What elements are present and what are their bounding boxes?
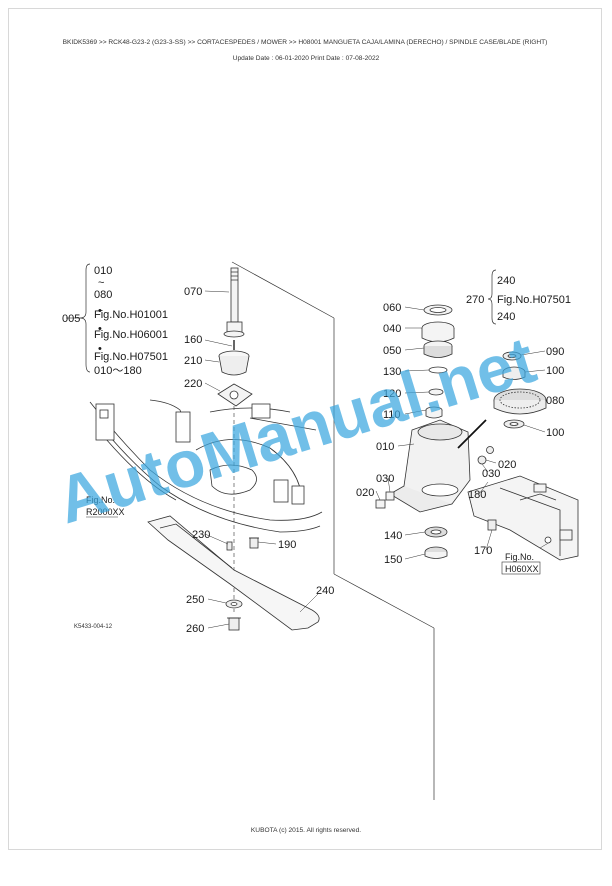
gear-assembly — [493, 351, 547, 429]
bolts — [226, 537, 259, 551]
page-frame — [8, 8, 602, 850]
callout-070[interactable]: 070 — [184, 286, 202, 298]
callout-220[interactable]: 220 — [184, 378, 202, 390]
callout-270[interactable]: 270 — [466, 294, 484, 306]
callout-100-top[interactable]: 100 — [546, 365, 564, 377]
callout-130[interactable]: 130 — [383, 366, 401, 378]
callout-110[interactable]: 110 — [383, 409, 401, 421]
frame-arm — [467, 475, 579, 561]
callout-010-start[interactable]: 010 — [94, 265, 112, 277]
callout-010-case[interactable]: 010 — [376, 441, 394, 453]
callout-140[interactable]: 140 — [384, 530, 402, 542]
right-bolts — [477, 446, 497, 531]
callout-030-left[interactable]: 030 — [376, 473, 394, 485]
callout-100-bottom[interactable]: 100 — [546, 427, 564, 439]
callout-020-right[interactable]: 020 — [498, 459, 516, 471]
fig-ref-h07501-left[interactable]: Fig.No.H07501 — [94, 351, 168, 363]
callout-170[interactable]: 170 — [474, 545, 492, 557]
callout-dot-2: • — [98, 323, 102, 335]
spindle-shaft — [223, 267, 245, 338]
spindle-case-parts — [375, 304, 471, 559]
fig-ref-h07501-right[interactable]: Fig.No.H07501 — [497, 294, 571, 306]
callout-230[interactable]: 230 — [192, 529, 210, 541]
callout-240-bottom[interactable]: 240 — [497, 311, 515, 323]
callout-180[interactable]: 180 — [468, 489, 486, 501]
footer-copyright: KUBOTA (c) 2015. All rights reserved. — [250, 827, 362, 834]
breadcrumb: BKIDK5369 >> RCK48-G23-2 (G23-3-SS) >> C… — [62, 39, 548, 46]
washer-bolt — [225, 599, 243, 631]
callout-250[interactable]: 250 — [186, 594, 204, 606]
drawing-code: K5433-004-12 — [74, 624, 113, 630]
callout-190[interactable]: 190 — [278, 539, 296, 551]
separator-lines — [231, 261, 435, 800]
leader-lines — [204, 290, 551, 629]
fig-ref-h060[interactable]: Fig.No. H060XX — [501, 552, 541, 575]
callout-tilde: ~ — [98, 277, 104, 289]
fig-ref-r2000[interactable]: Fig.No. R2000XX — [86, 495, 125, 518]
callout-range: 010～180 — [94, 365, 142, 377]
callout-020-left[interactable]: 020 — [356, 487, 374, 499]
callout-030-right[interactable]: 030 — [482, 468, 500, 480]
callout-dot-1: • — [98, 305, 102, 317]
callout-labels: 010 ~ 080 • Fig.No.H01001 • Fig.No.H0600… — [62, 265, 571, 635]
mower-deck-drawing — [89, 399, 323, 533]
callout-210[interactable]: 210 — [184, 355, 202, 367]
callout-160[interactable]: 160 — [184, 334, 202, 346]
callout-dot-3: • — [98, 343, 102, 355]
fig-ref-h06001[interactable]: Fig.No.H06001 — [94, 329, 168, 341]
callout-150[interactable]: 150 — [384, 554, 402, 566]
cup-part — [218, 350, 250, 376]
right-brace — [487, 269, 497, 325]
callout-240-top[interactable]: 240 — [497, 275, 515, 287]
callout-050[interactable]: 050 — [383, 345, 401, 357]
callout-005[interactable]: 005 — [62, 313, 80, 325]
update-print-dates: Update Date : 06-01-2020 Print Date : 07… — [232, 55, 380, 62]
blade-part — [147, 515, 320, 631]
fig-ref-label-1: Fig.No. — [86, 495, 115, 505]
callout-240-blade[interactable]: 240 — [316, 585, 334, 597]
callout-120[interactable]: 120 — [383, 388, 401, 400]
callout-060[interactable]: 060 — [383, 302, 401, 314]
callout-090[interactable]: 090 — [546, 346, 564, 358]
fig-ref-h01001[interactable]: Fig.No.H01001 — [94, 309, 168, 321]
fig-ref-h060-code: H060XX — [505, 564, 539, 574]
cable — [457, 419, 487, 449]
left-brace — [79, 263, 91, 373]
fig-ref-r2000-code: R2000XX — [86, 507, 125, 517]
callout-080-gear[interactable]: 080 — [546, 395, 564, 407]
plate-part — [217, 383, 253, 407]
callout-080-end[interactable]: 080 — [94, 289, 112, 301]
fig-ref-label-2: Fig.No. — [505, 552, 534, 562]
callout-260[interactable]: 260 — [186, 623, 204, 635]
callout-040[interactable]: 040 — [383, 323, 401, 335]
